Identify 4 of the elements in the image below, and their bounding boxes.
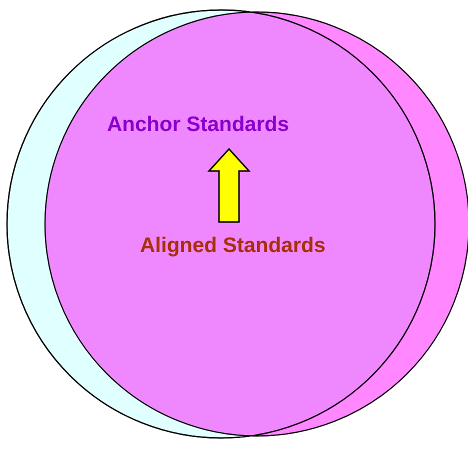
aligned-label: Aligned Standards [140, 234, 326, 258]
anchor-label: Anchor Standards [107, 113, 290, 137]
block-arrow [207, 148, 251, 223]
circle [6, 9, 436, 439]
